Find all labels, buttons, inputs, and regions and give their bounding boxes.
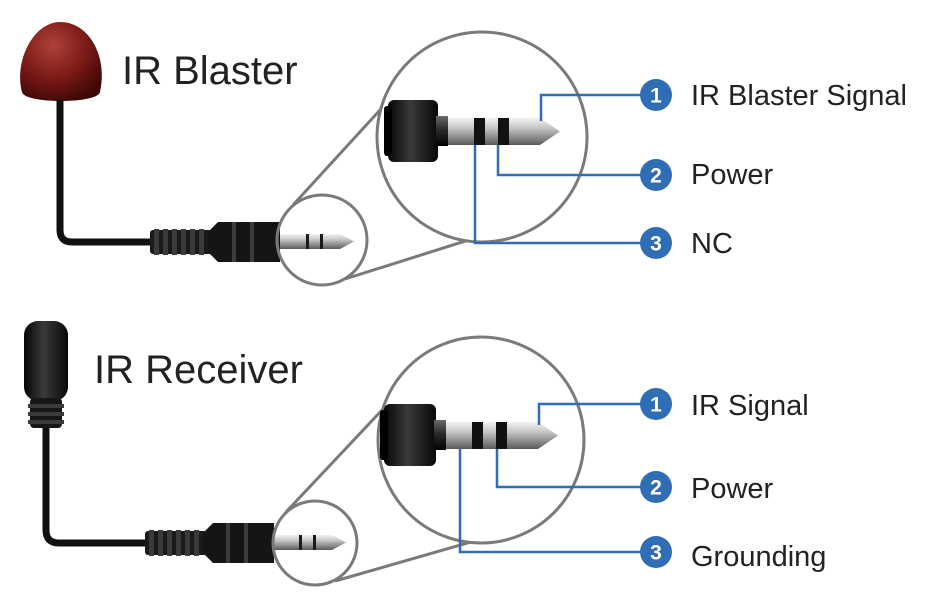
pin-number: 2 (650, 477, 662, 500)
pin-label: IR Blaster Signal (691, 80, 907, 112)
pin-label: NC (691, 228, 733, 260)
blaster-plug-body (208, 222, 280, 262)
blaster-pin-3: 3 NC (640, 227, 733, 260)
receiver-strain-relief (145, 530, 207, 556)
pin-number: 3 (650, 233, 662, 256)
blaster-small-pin (280, 234, 354, 249)
receiver-sensor-head (24, 321, 68, 401)
pin-number: 1 (650, 394, 662, 417)
pin-label: IR Signal (691, 390, 809, 422)
receiver-zoom-plug (380, 404, 558, 466)
receiver-pin-1: 1 IR Signal (640, 388, 809, 422)
pin-number: 3 (650, 542, 662, 565)
blaster-pin-1: 1 IR Blaster Signal (640, 79, 907, 112)
pin-label: Grounding (691, 541, 826, 573)
pin-label: Power (691, 473, 774, 505)
pin-label: Power (691, 159, 774, 191)
blaster-zoom-plug (384, 100, 560, 162)
receiver-neck (28, 398, 64, 428)
pin-number-badge (640, 159, 672, 191)
pin-number-badge (640, 388, 672, 420)
blaster-cable (56, 100, 160, 246)
blaster-title: IR Blaster (122, 49, 298, 93)
blaster-section (20, 22, 655, 287)
receiver-small-pin (274, 535, 346, 550)
pin-number-badge (640, 536, 672, 568)
receiver-cable (42, 428, 155, 547)
receiver-section (24, 321, 655, 587)
pin-number-badge (640, 79, 672, 111)
pin-number: 2 (650, 165, 662, 188)
receiver-pin-2: 2 Power (640, 471, 774, 505)
receiver-leader-lines (458, 402, 655, 554)
pin-number-badge (640, 227, 672, 259)
blaster-strain-relief (150, 229, 212, 255)
pin-number: 1 (650, 85, 662, 108)
blaster-small-lens (275, 193, 369, 287)
receiver-small-lens (271, 499, 359, 587)
receiver-title: IR Receiver (94, 348, 303, 392)
pin-number-badge (640, 471, 672, 503)
blaster-emitter-head (20, 22, 102, 101)
receiver-plug-body (203, 523, 274, 563)
blaster-pin-2: 2 Power (640, 159, 774, 191)
receiver-pin-3: 3 Grounding (640, 536, 826, 573)
blaster-leader-lines (473, 93, 655, 245)
